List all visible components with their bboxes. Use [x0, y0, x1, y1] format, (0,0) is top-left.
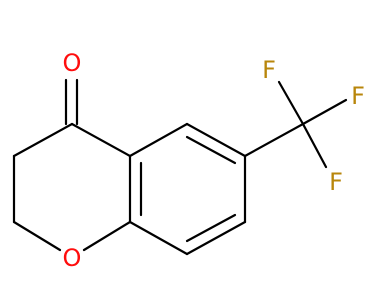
bond-c5-c6	[185, 122, 247, 158]
atom-o-ring: O	[63, 244, 82, 272]
bond-c4a-c5	[128, 122, 189, 158]
bond-c4-c4a	[70, 122, 132, 158]
bond-cf3-f2	[301, 98, 348, 126]
bond-c4-c3	[12, 122, 74, 158]
bond-c8-c8a	[128, 220, 189, 256]
bond-c2-o1	[12, 220, 62, 252]
atom-f2: F	[351, 82, 365, 110]
atom-o-carbonyl: O	[63, 49, 82, 77]
bond-c5-c6-inner	[185, 135, 237, 165]
bond-o1-c8a	[82, 220, 132, 252]
bond-c6-cf3	[243, 122, 305, 158]
atom-f3: F	[329, 168, 343, 196]
atom-f1: F	[262, 56, 276, 84]
bond-cf3-f1	[277, 80, 305, 126]
bond-c7-c8	[185, 220, 247, 256]
bond-c7-c8-inner	[185, 213, 237, 243]
bond-cf3-f3	[301, 122, 328, 169]
